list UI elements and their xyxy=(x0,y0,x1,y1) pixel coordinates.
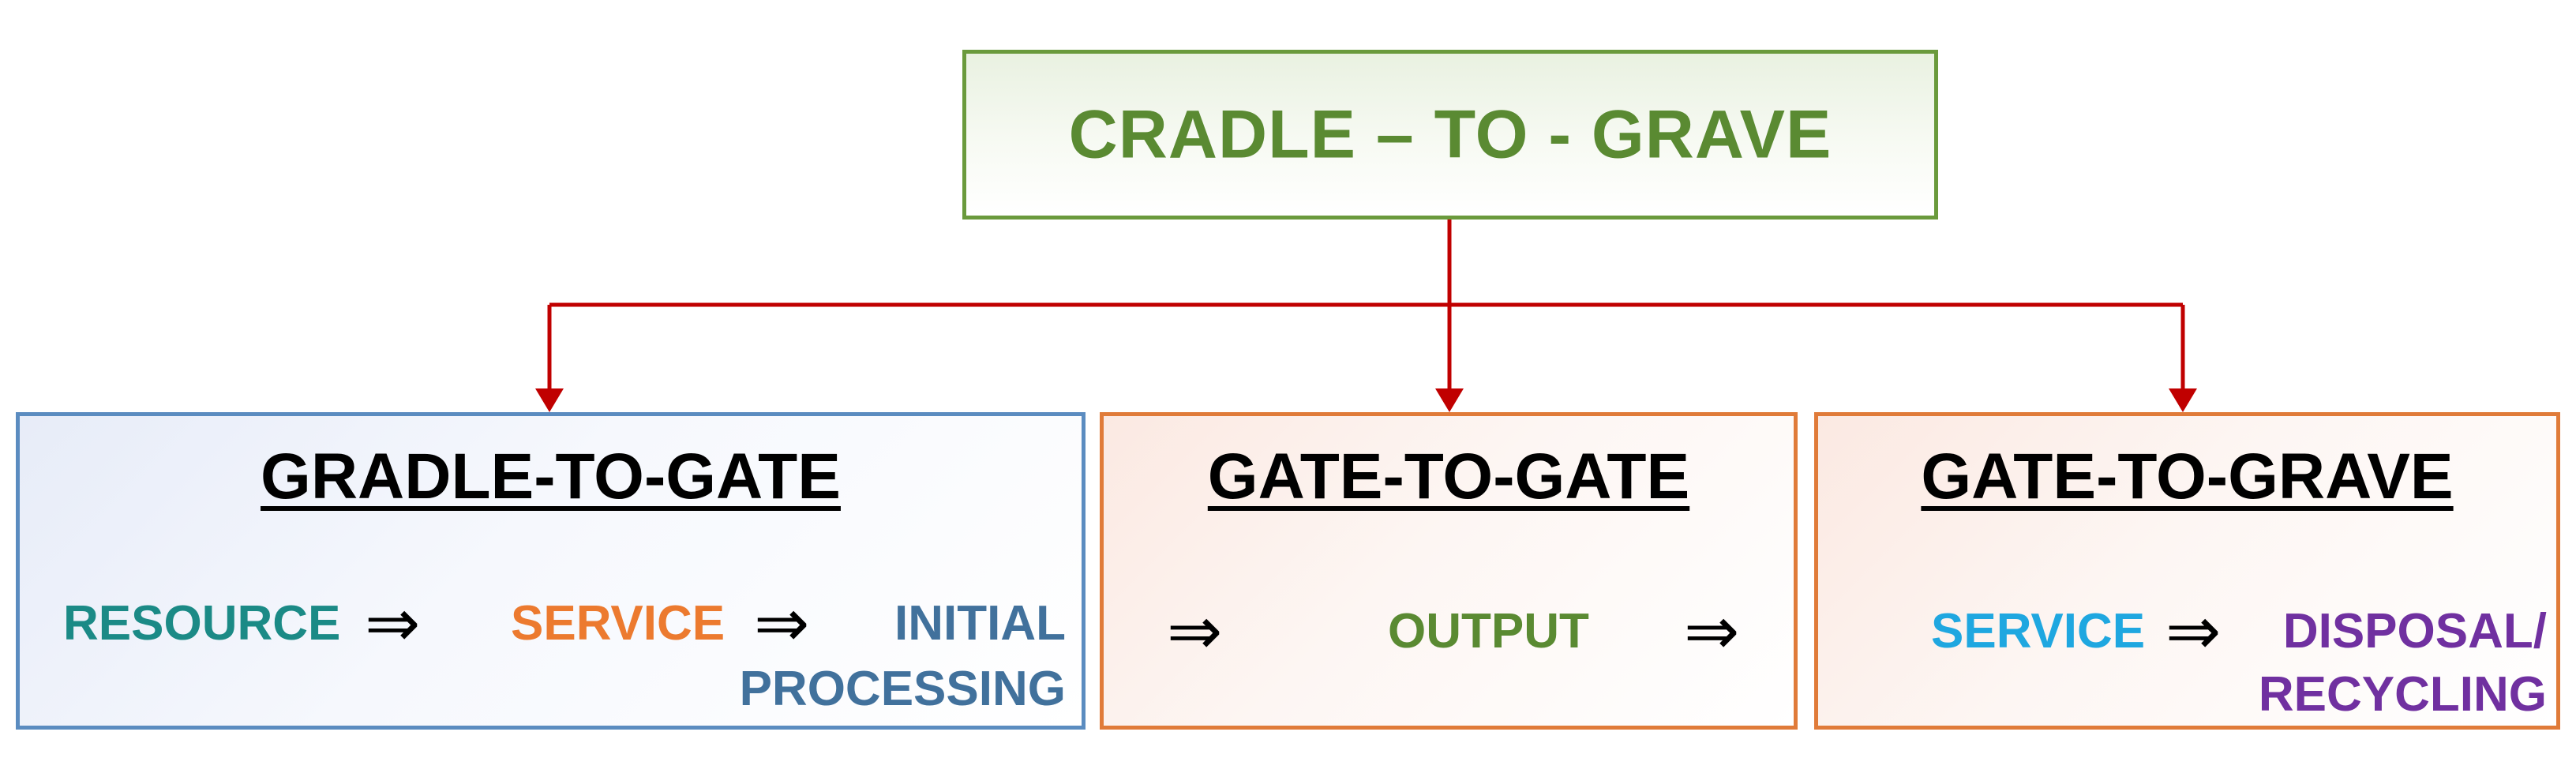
output-label: OUTPUT xyxy=(1388,604,1589,659)
gradle-to-gate-heading: GRADLE-TO-GATE xyxy=(261,441,841,512)
service-label: SERVICE xyxy=(1931,604,2146,659)
arrow-icon: ⇒ xyxy=(2165,594,2222,668)
processing-label: PROCESSING xyxy=(739,662,1066,716)
gate-to-grave-heading: GATE-TO-GRAVE xyxy=(1921,441,2454,512)
gradle-to-gate-box: GRADLE-TO-GATE RESOURCE ⇒ SERVICE ⇒ INIT… xyxy=(16,412,1086,730)
disposal-label: DISPOSAL/ xyxy=(2282,604,2547,659)
gate-to-gate-box: GATE-TO-GATE ⇒ OUTPUT ⇒ xyxy=(1100,412,1798,730)
arrow-icon: ⇒ xyxy=(1167,594,1223,668)
cradle-to-grave-box: CRADLE – TO - GRAVE xyxy=(962,50,1938,220)
gate-to-gate-heading: GATE-TO-GATE xyxy=(1207,441,1690,512)
arrowhead-middle xyxy=(1435,388,1464,412)
initial-label: INITIAL xyxy=(894,596,1066,651)
gate-to-grave-box: GATE-TO-GRAVE SERVICE ⇒ DISPOSAL/ RECYCL… xyxy=(1814,412,2560,730)
top-title: CRADLE – TO - GRAVE xyxy=(1068,96,1832,172)
arrowhead-left xyxy=(535,388,564,412)
arrow-icon: ⇒ xyxy=(754,586,810,660)
arrow-icon: ⇒ xyxy=(1684,594,1740,668)
service-label: SERVICE xyxy=(511,596,726,651)
resource-label: RESOURCE xyxy=(63,596,341,651)
arrowhead-right xyxy=(2169,388,2197,412)
recycling-label: RECYCLING xyxy=(2258,667,2547,722)
arrow-icon: ⇒ xyxy=(365,586,421,660)
